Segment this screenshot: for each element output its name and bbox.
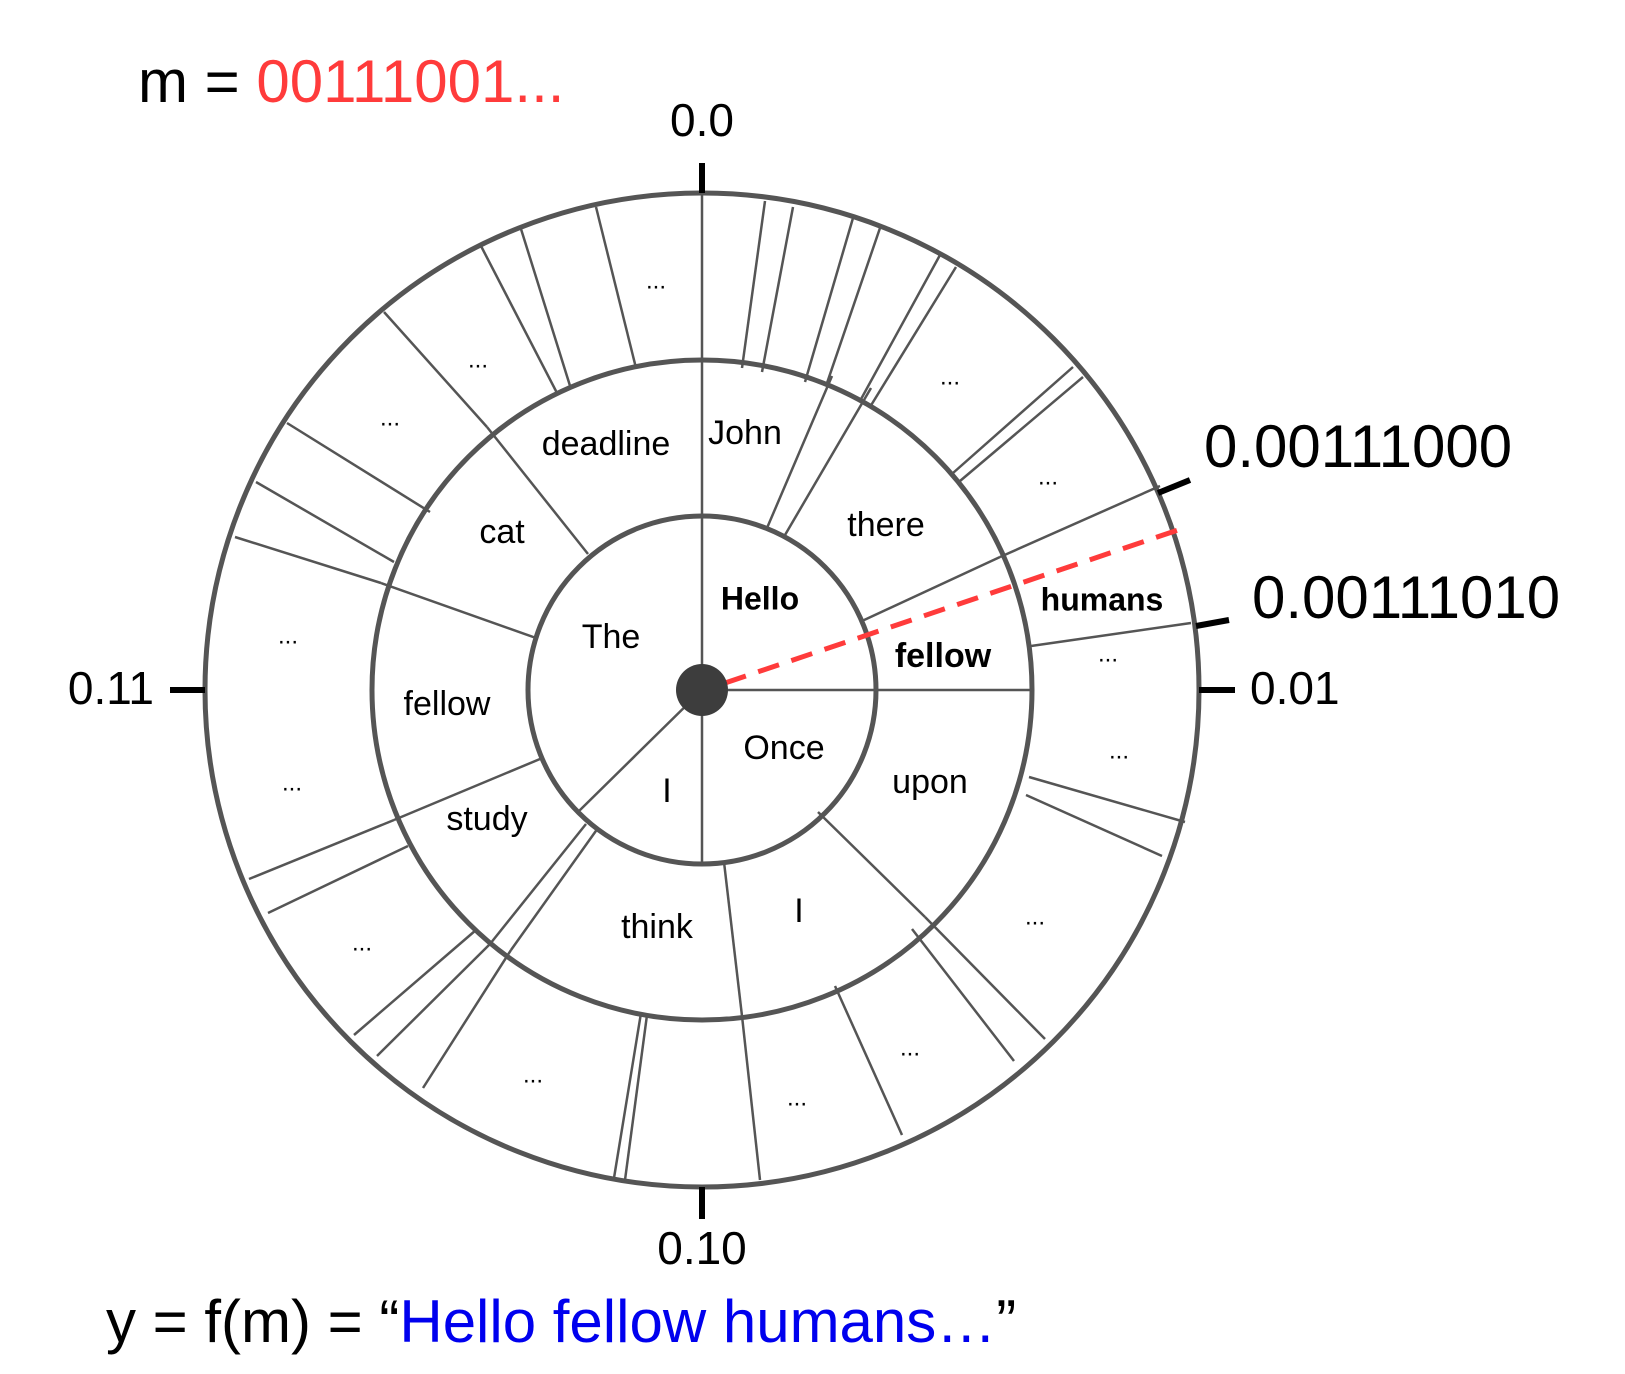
middle-label-john: John (708, 414, 782, 452)
outer-divider (803, 217, 855, 383)
outer-divider (858, 254, 942, 402)
outer-divider (740, 1015, 762, 1181)
outer-divider (353, 929, 477, 1036)
outer-divider (519, 228, 573, 390)
center-dot (676, 664, 728, 716)
axis-label-top: 0.0 (670, 94, 734, 146)
outer-label-ellipsis: ... (646, 267, 666, 294)
outer-divider (1025, 793, 1163, 858)
outer-divider (421, 949, 513, 1089)
middle-divider (861, 555, 1001, 623)
output-text: Hello fellow humans… (399, 1288, 996, 1355)
axis-label-right: 0.01 (1250, 662, 1340, 714)
message-prefix: m = (138, 48, 256, 115)
outer-divider (760, 206, 795, 373)
outer-divider (959, 376, 1084, 482)
outer-divider (623, 1014, 649, 1181)
inner-label-i: I (662, 772, 671, 810)
tick-upper-bound (1156, 477, 1192, 496)
middle-label-deadline: deadline (542, 425, 671, 463)
outer-label-ellipsis: ... (940, 363, 960, 390)
outer-divider (594, 206, 638, 369)
message-pointer (724, 525, 1185, 686)
middle-label-study: study (446, 800, 527, 838)
axis-label-bottom: 0.10 (657, 1222, 747, 1274)
middle-divider (722, 861, 744, 1017)
outer-label-ellipsis: ... (278, 622, 298, 649)
outer-divider (740, 200, 767, 369)
outer-divider (479, 245, 559, 394)
middle-label-fellow-highlight: fellow (895, 637, 992, 675)
outer-divider (383, 311, 488, 428)
inner-label-once: Once (743, 729, 824, 767)
middle-divider (486, 426, 589, 555)
inner-label-hello: Hello (721, 580, 799, 616)
middle-divider (783, 387, 873, 536)
outer-label-ellipsis: ... (787, 1084, 807, 1111)
outer-label-ellipsis: ... (1109, 737, 1129, 764)
outer-divider (1028, 775, 1186, 824)
outer-divider (824, 227, 882, 387)
middle-label-upon: upon (892, 763, 968, 801)
tick-lower-bound (1195, 617, 1230, 629)
outer-label-ellipsis: ... (282, 769, 302, 796)
outer-label-ellipsis: ... (900, 1034, 920, 1061)
outer-divider (1030, 621, 1192, 648)
outer-divider (267, 844, 409, 915)
outer-divider (248, 818, 395, 881)
outer-divider (924, 916, 1046, 1040)
outer-divider (868, 266, 958, 408)
outer-label-ellipsis: ... (380, 404, 400, 431)
outer-divider (999, 484, 1161, 559)
middle-divider (489, 823, 587, 945)
outer-label-ellipsis: ... (1025, 903, 1045, 930)
middle-label-i: I (794, 892, 803, 930)
output-equation: y = f(m) = “Hello fellow humans…” (106, 1288, 1016, 1355)
outer-divider (612, 1012, 643, 1179)
message-equation: m = 00111001... (138, 48, 564, 115)
middle-divider (509, 827, 600, 951)
outer-label-ellipsis: ... (1038, 463, 1058, 490)
outer-divider (234, 535, 382, 585)
outer-divider (376, 943, 491, 1057)
outer-divider (255, 480, 395, 564)
middle-divider (380, 581, 537, 640)
middle-label-fellow: fellow (404, 685, 491, 723)
outer-label-ellipsis: ... (468, 346, 488, 373)
outer-label-humans: humans (1041, 581, 1164, 617)
axis-label-lower-bound: 0.00111010 (1252, 564, 1560, 631)
outer-divider (911, 928, 1015, 1062)
output-prefix: y = f(m) = “ (106, 1288, 399, 1355)
middle-label-think: think (621, 908, 694, 946)
inner-label-the: The (582, 618, 641, 656)
message-bits: 00111001... (256, 48, 564, 115)
outer-label-ellipsis: ... (352, 929, 372, 956)
outer-divider (833, 985, 904, 1136)
outer-divider (286, 421, 431, 514)
outer-label-ellipsis: ... (523, 1061, 543, 1088)
axis-label-upper-bound: 0.00111000 (1204, 413, 1512, 480)
axis-label-left: 0.11 (68, 662, 154, 714)
middle-label-cat: cat (479, 513, 525, 551)
middle-divider (765, 375, 834, 529)
middle-divider (393, 757, 541, 822)
output-suffix: ” (996, 1288, 1016, 1355)
outer-label-ellipsis: ... (1098, 640, 1118, 667)
outer-divider (952, 366, 1074, 474)
middle-divider (817, 811, 926, 918)
middle-label-there: there (847, 506, 925, 544)
inner-divider (577, 689, 703, 813)
